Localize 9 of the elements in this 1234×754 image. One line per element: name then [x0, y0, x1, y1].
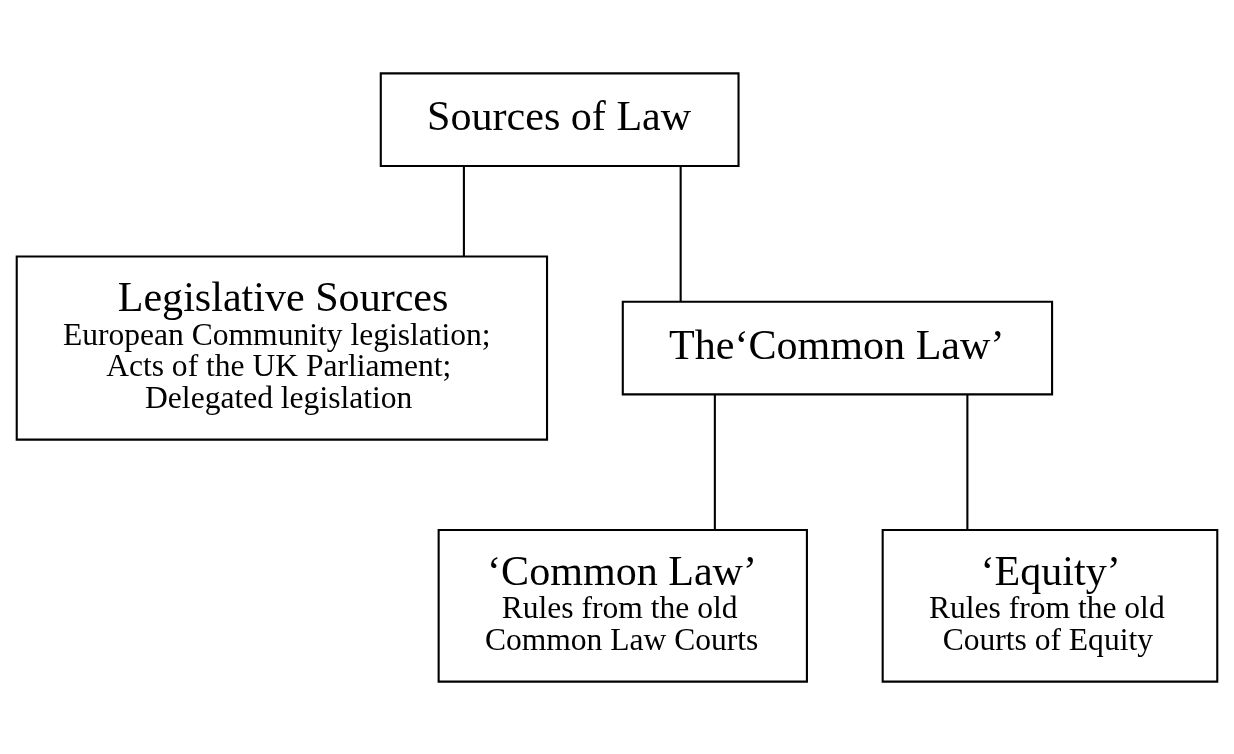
node-box: ‘Common Law’ Rules from the old Common Law Courts — [437, 528, 808, 683]
connector — [966, 394, 969, 529]
connector — [713, 394, 716, 529]
connector — [679, 165, 682, 301]
node-box: ‘Equity’ Rules from the old Courts of Equity — [881, 528, 1219, 683]
node-box: Legislative Sources European Community legislation; Acts of the UK Parliament; Delegated legislation — [15, 254, 549, 441]
connector — [462, 165, 465, 256]
node-box: Sources of Law — [379, 71, 740, 167]
node-box: The‘Common Law’ — [621, 300, 1054, 395]
